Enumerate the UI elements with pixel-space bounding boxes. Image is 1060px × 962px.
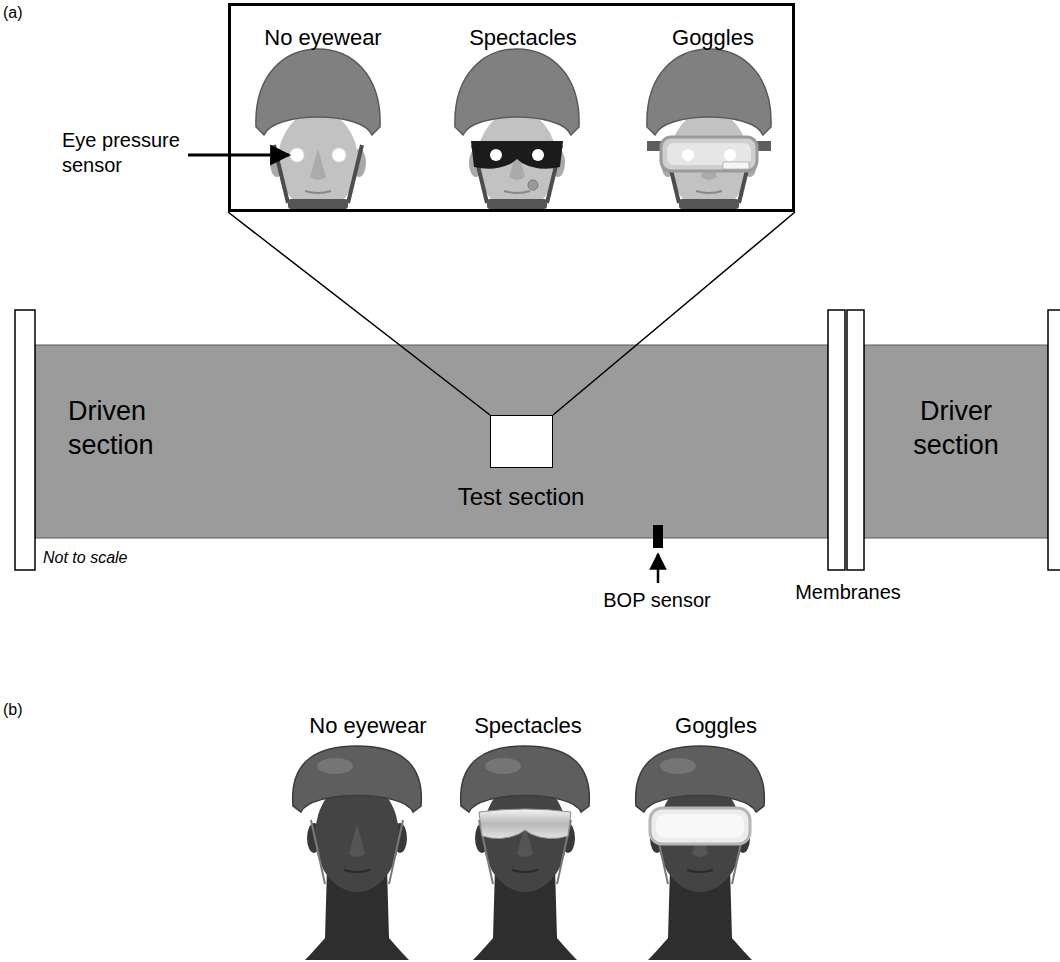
membrane: [828, 310, 845, 570]
model-caption: Goggles: [675, 712, 757, 740]
text-anchor: Not to scale: [43, 548, 127, 568]
text-anchor: (b): [3, 700, 23, 720]
zoom-inset: No eyewear Spectacles Goggles: [228, 3, 795, 212]
section-label: Driver section: [881, 395, 1031, 463]
text-anchor: No eyewear: [309, 712, 426, 740]
section-label: Driven section: [68, 395, 228, 463]
model-no-eyewear: [293, 746, 422, 960]
text-anchor: (a): [3, 3, 23, 23]
end-cap: [1048, 310, 1060, 570]
sensor-label: BOP sensor: [603, 588, 710, 613]
text-anchor: Spectacles: [469, 24, 577, 52]
scale-note: Not to scale: [43, 548, 127, 568]
panel-label: (a): [3, 3, 23, 23]
eyewear-heading: No eyewear: [264, 24, 381, 52]
text-anchor: Membranes: [795, 580, 901, 605]
head-no-eyewear: [256, 49, 380, 209]
eyewear-heading: Goggles: [672, 24, 754, 52]
sensor-pointer: [657, 554, 660, 583]
sensor-pointer: [188, 154, 289, 157]
end-cap: [15, 310, 35, 570]
text-anchor: Driven section: [68, 395, 228, 463]
model-caption: No eyewear: [309, 712, 426, 740]
sensor-label: Eye pressure sensor: [62, 128, 192, 178]
rendered-models: [293, 746, 765, 960]
text-anchor: Eye pressure sensor: [62, 128, 192, 178]
text-anchor: BOP sensor: [603, 588, 710, 613]
part-label: Membranes: [795, 580, 901, 605]
mannequin-photos: [231, 6, 792, 209]
zoom-connector: [228, 212, 795, 415]
driven-section-band: Test section Driven section: [35, 345, 828, 538]
text-anchor: Driver section: [881, 395, 1031, 463]
head-goggles: [647, 49, 771, 209]
text-anchor: Goggles: [672, 24, 754, 52]
eyewear-heading: Spectacles: [469, 24, 577, 52]
membrane: [847, 310, 864, 570]
text-anchor: Goggles: [675, 712, 757, 740]
model-goggles: [636, 746, 765, 960]
text-anchor: Test section: [458, 482, 585, 512]
bop-sensor: [653, 525, 663, 548]
text-anchor: No eyewear: [264, 24, 381, 52]
model-caption: Spectacles: [474, 712, 582, 740]
model-spectacles: [461, 746, 590, 960]
panel-label: (b): [3, 700, 23, 720]
test-section-box: Test section: [490, 415, 553, 468]
section-label: Test section: [458, 482, 585, 512]
head-spectacles: [455, 49, 579, 209]
text-anchor: Spectacles: [474, 712, 582, 740]
shock-tube: [15, 310, 1060, 583]
driver-section-band: Driver section: [864, 345, 1048, 538]
